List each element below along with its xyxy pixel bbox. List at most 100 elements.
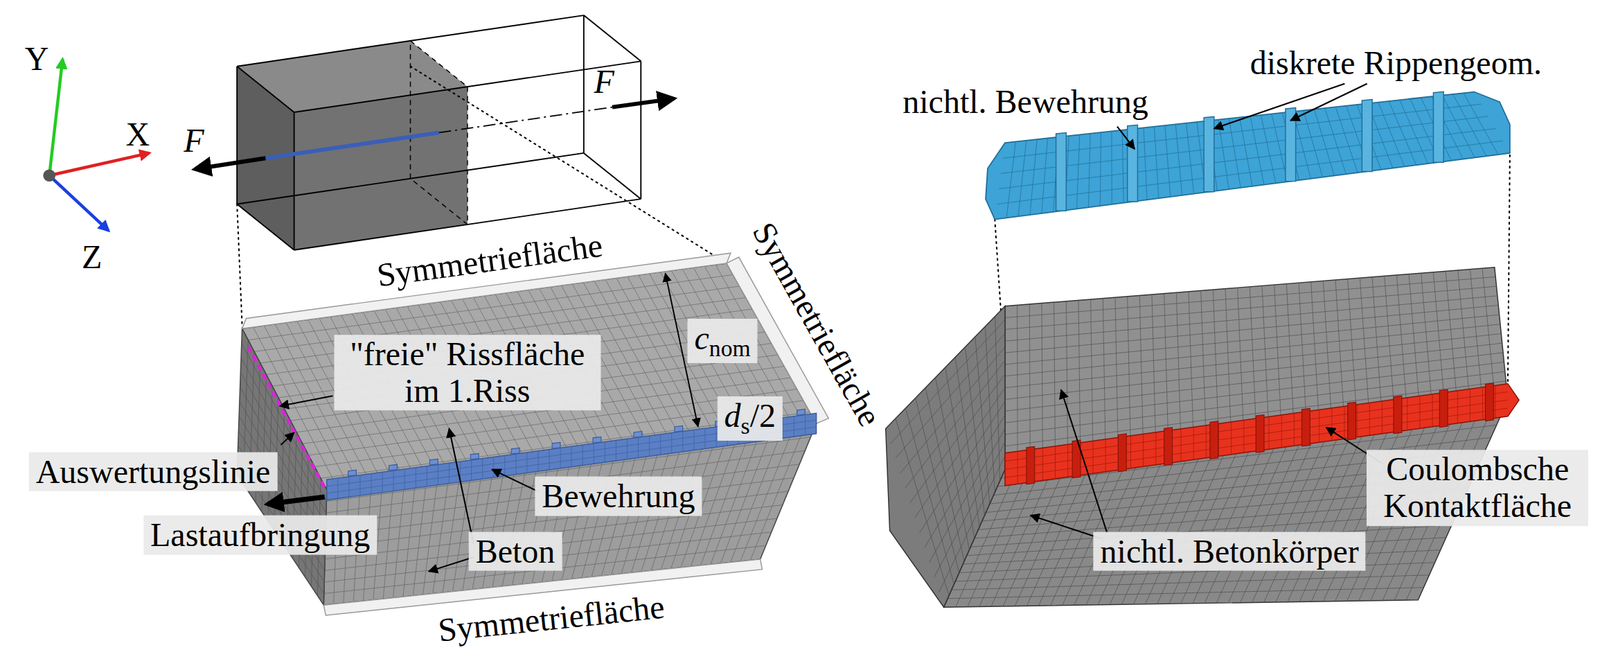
mesh-line [995,315,1001,480]
rebar-rib [511,447,520,454]
mesh-line [240,371,326,524]
rebar-rib [429,458,438,465]
box-edge [236,66,238,205]
box-edge [640,60,642,199]
mesh-line [915,397,960,573]
mesh-line [526,452,528,473]
mesh-line [1000,116,1489,174]
rebar-rib [1127,124,1139,202]
mesh-line [359,475,361,496]
mesh-line [671,432,672,453]
concrete-block [885,267,1519,607]
box-edge [293,112,296,251]
mesh-line [945,367,975,539]
contact-rib [1210,421,1219,459]
mesh-line [1088,133,1091,208]
mesh-line [975,336,990,504]
contact-rib [1255,414,1265,453]
mesh-line [704,428,706,449]
mesh-line [1260,114,1276,183]
mesh-line [1005,333,1501,388]
mesh-line [905,407,954,584]
mesh-line [935,377,970,550]
label-tag: "freie" Rissfläche im 1.Riss [333,334,601,411]
mesh-line [1005,286,1497,330]
label-text: "freie" Rissfläche im 1.Riss [349,335,585,409]
mesh-line [804,414,806,435]
mesh-line [560,447,562,468]
mesh-line [998,128,1496,190]
rebar-rib [552,441,561,449]
rebar-rib [1361,99,1373,172]
mesh-line [1005,314,1500,365]
force-arrow [195,157,266,170]
leader-line [1117,126,1135,149]
mesh-line [1143,127,1148,200]
mesh-line [649,435,650,456]
label-tag: F [180,122,207,160]
mesh-line [1463,92,1499,155]
rebar-rib [674,425,683,432]
mesh-line [537,450,539,471]
label-text: c [694,319,710,357]
mesh-line [1005,276,1496,318]
dotted-line [236,204,242,325]
mesh-line [1228,118,1241,188]
leader-line [1061,389,1107,533]
box-edge [583,15,585,154]
overview-box [195,15,674,251]
label-text: d [724,396,742,434]
mesh-line [470,459,472,480]
box-edge [236,66,294,113]
mesh-line [1005,324,1501,377]
mesh-line [682,430,683,451]
mesh-line [1335,106,1358,173]
dotted-line [1507,155,1510,382]
contact-rib [1439,389,1448,427]
mesh-line [1378,102,1405,167]
mesh-line [1325,108,1346,174]
rebar-axis [439,107,613,133]
mesh-line [951,574,1430,591]
mesh-line [1041,137,1048,213]
mesh-line [348,476,350,497]
mesh-line [637,437,639,458]
rebar-rib [633,430,643,438]
mesh-line [404,468,406,490]
mesh-line [693,429,695,450]
contact-rib [1347,401,1357,440]
leader-line [1290,83,1367,121]
mesh-line [1006,141,1016,218]
contact-rib [1485,383,1495,421]
rebar-line [265,132,439,158]
mesh-line [415,467,417,488]
label-tag: F [590,63,617,100]
box-edge [583,153,641,199]
rebar-rib [1203,116,1215,192]
axis-x [49,153,149,176]
mesh-line [1186,123,1195,194]
mesh-line [504,455,505,476]
mesh-line [965,347,985,516]
box-edge [236,204,294,251]
mesh-line [437,464,439,485]
label-tag: nichtl. Bewehrung [895,82,1156,122]
mesh-line [1029,139,1037,215]
mesh-line [1388,101,1416,165]
mesh-line [626,438,628,459]
label-tag: X [123,116,154,154]
mesh-line [324,518,778,571]
block-end-face [885,306,1006,607]
mesh-line [448,462,450,483]
leader-line [448,428,474,544]
mesh-line [1018,140,1027,217]
mesh-line [1218,119,1229,190]
mesh-line [1005,304,1499,353]
mesh-line [1399,99,1429,164]
shaded-face [294,86,468,251]
mesh-line [1175,123,1182,195]
label-tag: Auswertungslinie [29,451,278,492]
label-text: Auswertungslinie [36,452,271,490]
